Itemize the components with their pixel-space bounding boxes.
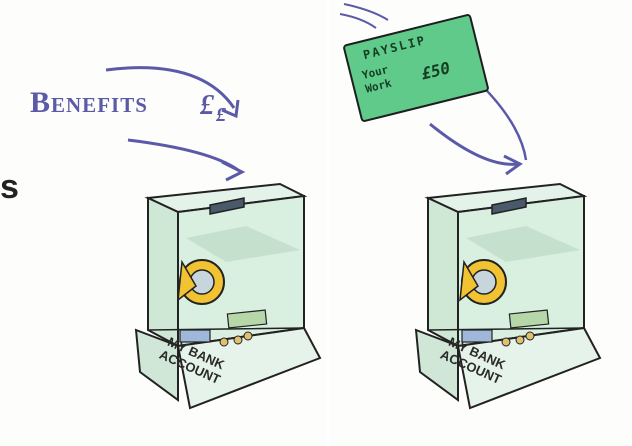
coin-left-3 (244, 332, 252, 340)
pound-symbol-small: £ (216, 104, 226, 127)
motion-line-2 (344, 4, 388, 20)
coin-right-2 (516, 336, 524, 344)
cropped-edge-letter: s (0, 168, 19, 207)
payslip-arrow (430, 124, 518, 164)
motion-line-1 (340, 14, 376, 28)
coin-right-1 (502, 338, 510, 346)
coin-left-2 (234, 336, 242, 344)
coin-left-1 (220, 338, 228, 346)
payslip-title: PAYSLIP (362, 33, 428, 62)
pound-symbol-large: £ (200, 90, 214, 122)
coin-right-3 (526, 332, 534, 340)
benefits-arrow-bottom (128, 140, 238, 170)
payslip-amount: £50 (419, 58, 452, 83)
benefits-label: Benefits (30, 86, 148, 120)
